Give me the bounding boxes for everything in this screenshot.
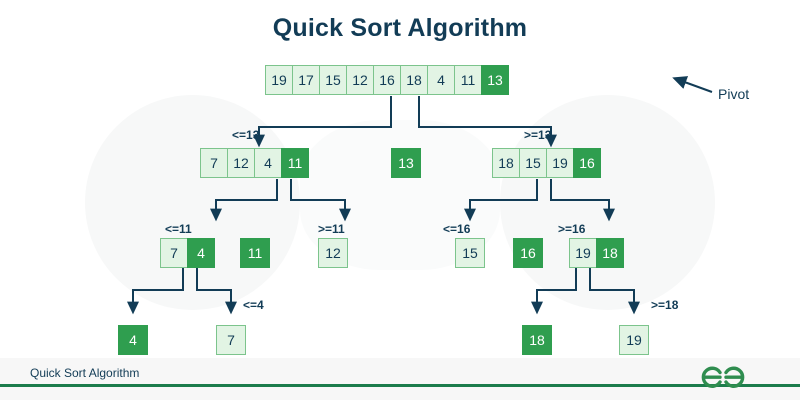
array-level3-f: 19 18 [569, 238, 624, 268]
array-cell-pivot: 16 [573, 148, 601, 178]
condition-label-lte4: <=4 [243, 298, 264, 312]
array-cell-pivot: 11 [281, 148, 309, 178]
footer-caption: Quick Sort Algorithm [30, 366, 140, 380]
array-cell: 19 [546, 148, 574, 178]
array-cell: 12 [318, 238, 348, 268]
condition-label-lte13: <=13 [232, 128, 260, 142]
array-cell: 15 [319, 65, 347, 95]
array-level2-left: 7 12 4 11 [200, 148, 309, 178]
array-cell-pivot: 18 [522, 325, 552, 355]
array-cell: 18 [492, 148, 520, 178]
array-level3-a: 7 4 [160, 238, 215, 268]
condition-label-gte18: >=18 [651, 298, 679, 312]
condition-label-lte16: <=16 [443, 222, 471, 236]
array-level4-a: 4 [118, 325, 148, 355]
array-cell-pivot: 13 [391, 148, 421, 178]
array-cell: 16 [373, 65, 401, 95]
array-cell: 4 [254, 148, 282, 178]
array-cell-pivot: 16 [513, 238, 543, 268]
footer-bar [0, 358, 800, 400]
array-level4-c: 18 [522, 325, 552, 355]
array-cell: 7 [216, 325, 246, 355]
array-cell: 18 [400, 65, 428, 95]
array-cell-pivot: 4 [118, 325, 148, 355]
array-cell-pivot: 11 [240, 238, 270, 268]
array-level4-d: 19 [619, 325, 649, 355]
geeksforgeeks-logo [701, 366, 745, 388]
array-level2-right: 18 15 19 16 [492, 148, 601, 178]
array-root: 19 17 15 12 16 18 4 11 13 [265, 65, 509, 95]
array-level3-e: 16 [513, 238, 543, 268]
array-cell: 7 [160, 238, 188, 268]
array-cell: 17 [292, 65, 320, 95]
array-cell: 19 [265, 65, 293, 95]
array-level3-d: 15 [455, 238, 485, 268]
array-cell-pivot: 13 [481, 65, 509, 95]
condition-label-lte11: <=11 [165, 222, 192, 236]
array-level3-c: 12 [318, 238, 348, 268]
pivot-annotation-label: Pivot [718, 86, 750, 102]
array-cell: 4 [427, 65, 455, 95]
array-cell: 12 [227, 148, 255, 178]
array-cell-pivot: 18 [596, 238, 624, 268]
array-cell: 11 [454, 65, 482, 95]
condition-label-gte16: >=16 [558, 222, 586, 236]
array-cell: 19 [619, 325, 649, 355]
footer-divider [0, 384, 800, 387]
background-watermark-left [85, 95, 300, 310]
array-cell: 7 [200, 148, 228, 178]
condition-label-gte11: >=11 [318, 222, 345, 236]
array-cell-pivot: 4 [187, 238, 215, 268]
background-watermark-right [500, 95, 715, 310]
array-level4-b: 7 [216, 325, 246, 355]
array-cell: 12 [346, 65, 374, 95]
array-cell: 15 [455, 238, 485, 268]
condition-label-gte13: >=13 [524, 128, 552, 142]
array-cell: 19 [569, 238, 597, 268]
array-level3-b: 11 [240, 238, 270, 268]
array-level2-mid: 13 [391, 148, 421, 178]
array-cell: 15 [519, 148, 547, 178]
page-title: Quick Sort Algorithm [272, 14, 528, 42]
